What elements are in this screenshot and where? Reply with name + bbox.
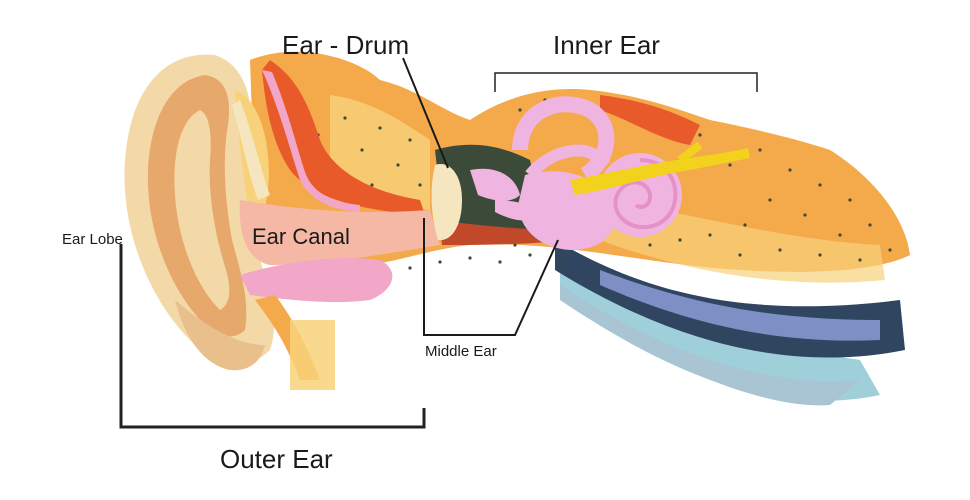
label-middle-ear: Middle Ear bbox=[425, 343, 497, 360]
middle-ear-cavity bbox=[431, 144, 548, 245]
auricle bbox=[124, 54, 275, 371]
label-ear-drum: Ear - Drum bbox=[282, 30, 409, 60]
label-outer-ear: Outer Ear bbox=[220, 444, 333, 474]
inner-ear-bracket bbox=[494, 72, 758, 92]
eustachian-tube bbox=[555, 240, 905, 406]
label-inner-ear: Inner Ear bbox=[553, 30, 660, 60]
label-ear-lobe: Ear Lobe bbox=[62, 231, 123, 248]
outer-ear-bracket bbox=[119, 244, 426, 429]
ear-canal bbox=[232, 70, 440, 390]
inner-ear bbox=[512, 96, 750, 250]
ear-drum-leader-line bbox=[402, 57, 449, 169]
label-ear-canal: Ear Canal bbox=[252, 224, 350, 249]
inner-red-tissue bbox=[600, 95, 700, 145]
ear-drum-membrane bbox=[431, 164, 462, 241]
middle-ear-bracket bbox=[423, 218, 559, 336]
annotation-lines bbox=[119, 57, 758, 429]
